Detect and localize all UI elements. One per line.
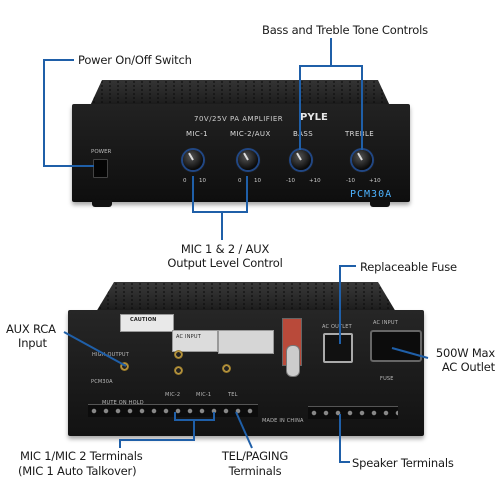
callout-mic-level-line2: Output Level Control: [167, 256, 283, 270]
made-in-label: MADE IN CHINA: [262, 418, 304, 424]
knob-min-bass: -10: [286, 178, 295, 184]
knob-label-treble: TREBLE: [345, 130, 375, 138]
callout-speaker: Speaker Terminals: [352, 456, 454, 470]
speaker-terminal-strip[interactable]: [308, 406, 398, 419]
leader-fuse: [339, 265, 356, 344]
leader-mic-term-bracket: [174, 412, 215, 421]
callout-mic-level-line1: MIC 1 & 2 / AUX: [180, 242, 270, 256]
ac-input-sticker: [172, 330, 218, 352]
group-label-tel: TEL: [228, 392, 238, 398]
aux-rca-jack-2[interactable]: [174, 350, 183, 359]
aux-rca-jack-3[interactable]: [174, 366, 183, 375]
leader-mic-term-stem: [119, 420, 195, 448]
leader-tel: [235, 411, 253, 449]
leader-aux-rca: [63, 331, 127, 367]
back-top-vent: [96, 282, 396, 312]
replaceable-fuse[interactable]: [286, 345, 300, 377]
leader-power-switch: [43, 59, 94, 167]
front-top-vent: [90, 80, 390, 106]
caution-label: CAUTION: [130, 317, 157, 323]
aux-rca-jack-1[interactable]: [120, 362, 129, 371]
callout-ac-outlet-line2: AC Outlet: [441, 360, 495, 374]
callout-mic-terminals-line2: (MIC 1 Auto Talkover): [18, 464, 137, 478]
ac-input-sticker-label: AC INPUT: [176, 334, 201, 340]
high-output-label: HIGH OUTPUT: [92, 352, 130, 358]
warning-sticker: [218, 330, 274, 354]
callout-tel-line1: TEL/PAGING: [221, 449, 289, 463]
mic1-level-knob[interactable]: [183, 150, 203, 170]
knob-max-mic1: 10: [199, 178, 206, 184]
leader-ac-outlet: [391, 347, 429, 359]
knob-label-bass: BASS: [293, 130, 314, 138]
caution-sticker: [120, 314, 174, 332]
power-switch[interactable]: [93, 159, 108, 178]
treble-knob[interactable]: [352, 150, 372, 170]
callout-fuse: Replaceable Fuse: [360, 260, 457, 274]
knob-min-treble: -10: [346, 178, 355, 184]
ac-outlet-socket[interactable]: [323, 333, 353, 363]
callout-tone-controls: Bass and Treble Tone Controls: [262, 23, 428, 37]
group-label-mic2: MIC-2: [165, 392, 181, 398]
callout-power-switch: Power On/Off Switch: [78, 53, 192, 67]
bass-knob[interactable]: [291, 150, 311, 170]
callout-aux-rca-line1: AUX RCA: [6, 322, 56, 336]
knob-label-mic2-aux: MIC-2/AUX: [230, 130, 271, 138]
front-foot-right: [370, 200, 390, 207]
leader-speaker: [339, 414, 350, 463]
fuse-label: FUSE: [380, 376, 394, 382]
knob-max-mic2: 10: [254, 178, 261, 184]
callout-mic-terminals-line1: MIC 1/MIC 2 Terminals: [20, 449, 143, 463]
callout-tel-line2: Terminals: [228, 464, 282, 478]
callout-ac-outlet-line1: 500W Max: [435, 346, 495, 360]
knob-max-bass: +10: [309, 178, 321, 184]
brand-logo: PYLE: [300, 112, 328, 123]
back-model-label: PCM30A: [91, 379, 113, 385]
front-foot-left: [92, 200, 112, 207]
power-label: POWER: [91, 149, 112, 155]
group-label-mic1: MIC-1: [196, 392, 212, 398]
ac-outlet-label: AC OUTLET: [322, 324, 352, 330]
knob-max-treble: +10: [369, 178, 381, 184]
front-model-number: PCM30A: [350, 189, 393, 200]
ac-input-label: AC INPUT: [373, 320, 398, 326]
leader-tone-bracket: [299, 65, 363, 150]
paging-rca-jack[interactable]: [222, 364, 231, 373]
knob-min-mic1: 0: [183, 178, 187, 184]
knob-min-mic2: 0: [238, 178, 242, 184]
mic-tel-terminal-strip[interactable]: [88, 404, 258, 417]
front-subtitle: 70V/25V PA AMPLIFIER: [194, 115, 284, 123]
knob-label-mic1: MIC-1: [186, 130, 208, 138]
leader-mic-bracket: [192, 176, 248, 213]
mic2-aux-level-knob[interactable]: [238, 150, 258, 170]
mute-label: MUTE ON HOLD: [102, 400, 144, 406]
ac-power-inlet[interactable]: [370, 330, 422, 362]
callout-aux-rca-line2: Input: [18, 336, 47, 350]
